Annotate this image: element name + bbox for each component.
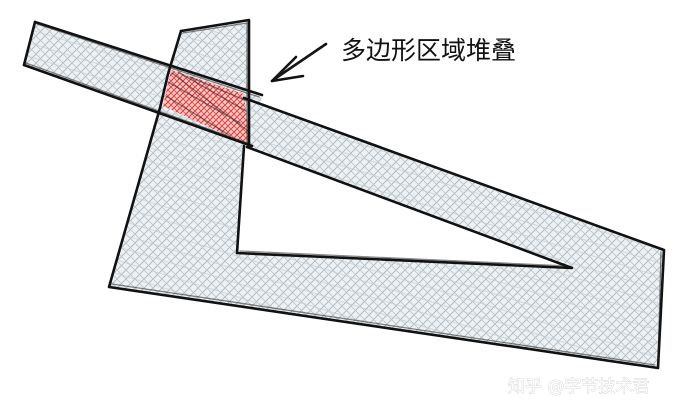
overlap-region [163, 70, 250, 146]
watermark-label: 知乎 @字节技术君 [508, 377, 649, 397]
arrow-icon [270, 42, 328, 83]
annotation-label: 多边形区域堆叠 [341, 36, 516, 65]
outline-strokes [22, 18, 666, 370]
